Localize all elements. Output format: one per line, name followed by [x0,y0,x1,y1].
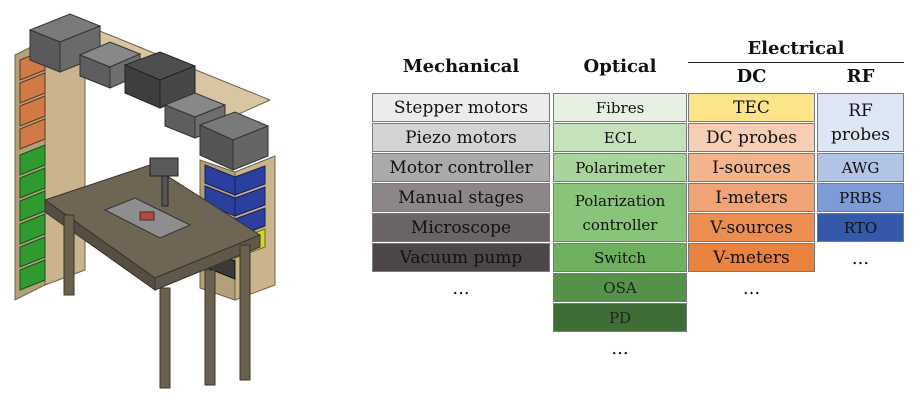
mechanical-cell: Stepper motors [372,93,550,122]
work-table [43,157,262,389]
dc-cell: I-sources [688,153,815,182]
optical-cell: Fibres [553,93,687,122]
instrument-boxes [28,13,270,171]
dc-ellipsis: ... [742,278,761,299]
rf-cell: RF probes [817,93,904,152]
dc-cell: V-meters [688,243,815,272]
rf-cell: RTO [817,213,904,242]
rf-cell: PRBS [817,183,904,212]
mechanical-cell: Piezo motors [372,123,550,152]
optical-cell: Polarimeter [553,153,687,182]
electrical-header-underline [688,62,904,63]
test-bench-illustration [14,13,276,389]
rf-cell: AWG [817,153,904,182]
header-electrical: Electrical [747,38,845,59]
mechanical-cell: Manual stages [372,183,550,212]
header-rf: RF [846,66,875,87]
header-optical: Optical [583,56,657,77]
mechanical-cell: Vacuum pump [372,243,550,272]
optical-cell: Polarization controller [553,183,687,242]
optical-cell: ECL [553,123,687,152]
header-dc: DC [736,66,767,87]
optical-cell: Switch [553,243,687,272]
optical-cell: PD [553,303,687,332]
mechanical-ellipsis: ... [452,278,470,299]
mechanical-cell: Microscope [372,213,550,242]
rf-ellipsis: ... [851,248,870,269]
optical-cell: OSA [553,273,687,302]
optical-ellipsis: ... [611,338,629,359]
header-mechanical: Mechanical [402,56,520,77]
dc-cell: V-sources [688,213,815,242]
dc-cell: I-meters [688,183,815,212]
mechanical-cell: Motor controller [372,153,550,182]
dc-cell: TEC [688,93,815,122]
dc-cell: DC probes [688,123,815,152]
